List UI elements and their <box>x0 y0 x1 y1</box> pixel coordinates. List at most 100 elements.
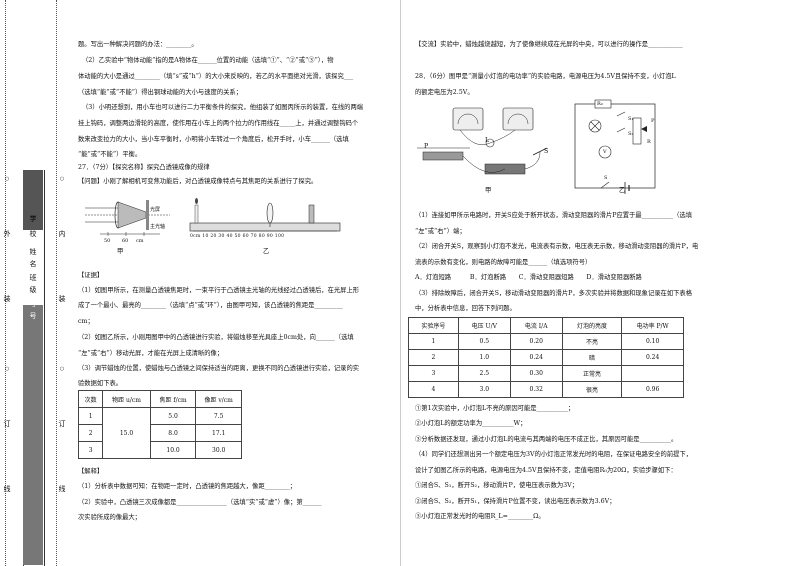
label-l: L <box>485 137 490 144</box>
figure-circuit-yi <box>574 99 656 194</box>
outer-binding-marks: ○ 外 装 ○ 订 线 <box>3 176 11 493</box>
t1-cell: 17.1 <box>195 424 242 442</box>
table-row: 1 15.0 5.0 7.5 <box>77 407 242 459</box>
bench-scale: 0cm 10 20 30 40 50 60 70 80 90 100 <box>190 234 285 239</box>
q28-options: A．灯泡短路 B．灯泡断路 C．滑动变阻器短路 D．滑动变阻器断路 <box>415 274 642 281</box>
outer-mark-zhuang: 装 <box>3 295 11 303</box>
inner-mark-zhuang: 装 <box>58 295 66 303</box>
inner-mark-xian: 线 <box>58 485 66 493</box>
t1-header-image-distance: 像距 v/cm <box>195 390 242 408</box>
q28-sub-3: ③分析数据还发现，通过小灯泡L的电流与其两端的电压不成正比，其原因可能是____… <box>415 436 678 443</box>
t1-header-trial: 次数 <box>77 390 104 408</box>
label-kao: 考 <box>29 300 37 308</box>
question-28-line-2: 的额定电压为2.5V。 <box>415 89 474 96</box>
t2-header-trial: 实验序号 <box>408 317 459 334</box>
inner-mark-nei: 内 <box>58 230 66 238</box>
q28-step-2: ②闭合S、S₂，断开S₁，保持滑片P位置不变，读出电压表示数为3.6V； <box>415 498 616 505</box>
t2-cell: 0.32 <box>509 381 563 398</box>
q28-part2-line1: （2）闭合开关S，观察到小灯泡不发光，电流表有示数，电压表无示数，移动滑动变阻器… <box>415 243 699 250</box>
q28-part3-line2: 中，分析表中信息，回答下列问题。 <box>415 305 516 312</box>
label-60: 60 <box>122 238 129 244</box>
label-s2: S₂ <box>628 131 634 137</box>
label-p2: P <box>651 118 655 124</box>
binding-line-inner <box>56 0 57 566</box>
q28-step-1: ①闭合S、S₁，断开S₂，移动滑片P，使电压表示数为3V； <box>415 482 579 489</box>
left-line-7: 数来改变拉力的大小，当小车平衡时，小明将小车转过一个角度后，松开手时，小车___… <box>78 136 349 143</box>
t2-header-brightness: 灯泡的亮度 <box>561 317 623 334</box>
t1-cell: 30.0 <box>195 441 242 459</box>
question-28-line-1: 28．（6分）图甲是“测量小灯泡的电功率”的实验电路，电源电压为4.5V且保持不… <box>415 73 676 80</box>
t1-cell: 10.0 <box>149 441 197 459</box>
t2-cell: 0.30 <box>509 365 563 382</box>
label-hao: 号 <box>29 312 37 320</box>
t2-header-voltage: 电压 U/V <box>457 317 511 334</box>
evidence-line-6: （3）调节蜡烛的位置，使蜡烛与凸透镜之间保持适当的距离，更换不同的凸透镜进行实验… <box>78 365 360 372</box>
label-main-axis: 主光轴 <box>150 224 166 230</box>
evidence-line-4: （2）如图乙所示，小刚用图甲中的凸透镜进行实验，将蜡烛移至光具座上0cm处，向_… <box>78 334 354 341</box>
q28-part3-line1: （3）排除故障后，闭合开关S，移动滑动变阻器的滑片P，多次实验并将数据和现象记录… <box>415 290 693 297</box>
table-row: 3 10.0 30.0 <box>77 441 242 459</box>
explain-heading: 【解释】 <box>78 468 104 475</box>
q28-part4-line2: 设计了如图乙所示的电路，电源电压为4.5V且保持不变，定值电阻R₀为20Ω，实验… <box>415 467 677 474</box>
t1-cell: 7.5 <box>195 407 242 425</box>
t2-cell: 0.24 <box>621 349 684 366</box>
t2-cell: 1 <box>408 333 459 350</box>
t2-cell: 2.5 <box>457 365 511 382</box>
label-s1: S₁ <box>628 116 634 122</box>
t1-cell: 3 <box>77 441 104 459</box>
t1-header-focal-length: 焦距 f/cm <box>149 390 197 408</box>
label-v: V <box>603 149 607 155</box>
t2-header-power: 电功率 P/W <box>621 317 684 334</box>
t2-cell: 暗 <box>561 349 623 366</box>
t2-cell: 3.0 <box>457 381 511 398</box>
left-line-3: 体动能的大小是通过________（填“s”或“h”）的大小来反映的，若乙的水平… <box>78 73 354 80</box>
t2-cell: 0.96 <box>621 381 684 398</box>
left-line-4: （选填“能”或“不能”）得出钢球动能的大小与速度的关系； <box>78 89 243 96</box>
t2-cell: 2 <box>408 349 459 366</box>
lamp-data-table: 实验序号 电压 U/V 电流 I/A 灯泡的亮度 电功率 P/W 1 0.5 0… <box>408 317 684 398</box>
explain-line-1: （1）分析表中数据可知：在物距一定时，凸透镜的焦距越大，像距________； <box>78 483 297 490</box>
q28-part1-line2: “左”或“右”）端； <box>415 228 466 235</box>
t2-cell: 3 <box>408 365 459 382</box>
label-50: 50 <box>104 238 111 244</box>
left-line-5: （3）小明还想到，用小车也可以进行二力平衡条件的探究，他组装了如图丙所示的装置，… <box>82 104 364 111</box>
table-row: 2 1.0 0.24 暗 0.24 <box>408 349 684 366</box>
label-r0: R₀ <box>597 101 603 107</box>
t2-cell <box>621 365 684 382</box>
right-exchange-line: 【交流】实验中，蜡烛越烧越短，为了使像继续成在光屏的中央，可以进行的操作是___… <box>415 41 683 48</box>
label-xing: 姓 <box>29 248 37 256</box>
evidence-heading: 【证据】 <box>78 272 104 279</box>
figure-circuit-jia <box>417 107 548 175</box>
evidence-line-2: 成了一个最小、最亮的________（选填“点”或“环”），由图甲可知，该凸透镜… <box>78 302 343 309</box>
lens-data-table: 次数 物距 u/cm 焦距 f/cm 像距 v/cm 1 15.0 5.0 7.… <box>77 390 242 459</box>
t1-cell-object-distance: 15.0 <box>102 407 151 459</box>
t1-cell: 5.0 <box>149 407 197 425</box>
figure-lens-focal <box>85 200 170 236</box>
label-screen: 光屏 <box>150 207 161 213</box>
figure-optical-bench <box>189 198 341 232</box>
t2-header-current: 电流 I/A <box>509 317 563 334</box>
q28-part1-line1: （1）连接如甲所示电路时，开关S应处于断开状态，滑动变阻器的滑片P应置于最___… <box>415 212 693 219</box>
label-xiao: 校 <box>29 230 37 238</box>
t2-cell: 0.24 <box>509 349 563 366</box>
t2-cell: 4 <box>408 381 459 398</box>
left-line-1: 题。写出一种解决问题的办法：________。 <box>78 41 198 48</box>
outer-mark-xian: 线 <box>3 485 11 493</box>
table-row: 4 3.0 0.32 很亮 0.96 <box>408 381 684 398</box>
table-row: 1 0.5 0.20 不亮 0.10 <box>408 333 684 350</box>
figure-circuit-jia-caption: 甲 <box>485 187 492 194</box>
label-ji: 级 <box>29 286 37 294</box>
label-ban: 班 <box>29 274 37 282</box>
table-row: 3 2.5 0.30 正常亮 <box>408 365 684 382</box>
t2-cell: 正常亮 <box>561 365 623 382</box>
q28-sub-1: ①第1次实验中，小灯泡L不亮的原因可能是__________； <box>415 405 575 412</box>
label-s-yi: S <box>604 175 608 181</box>
outer-mark-ding: 订 <box>3 420 11 428</box>
q28-step-3: ③小灯泡正常发光时的电阻R_L=________Ω。 <box>415 513 545 520</box>
t2-cell: 0.5 <box>457 333 511 350</box>
t2-cell: 1.0 <box>457 349 511 366</box>
explain-line-3: 次实验所成的像最大； <box>78 514 141 521</box>
figure-jia-caption: 甲 <box>117 248 124 255</box>
label-xue: 学 <box>29 215 37 223</box>
t2-cell: 0.10 <box>621 333 684 350</box>
